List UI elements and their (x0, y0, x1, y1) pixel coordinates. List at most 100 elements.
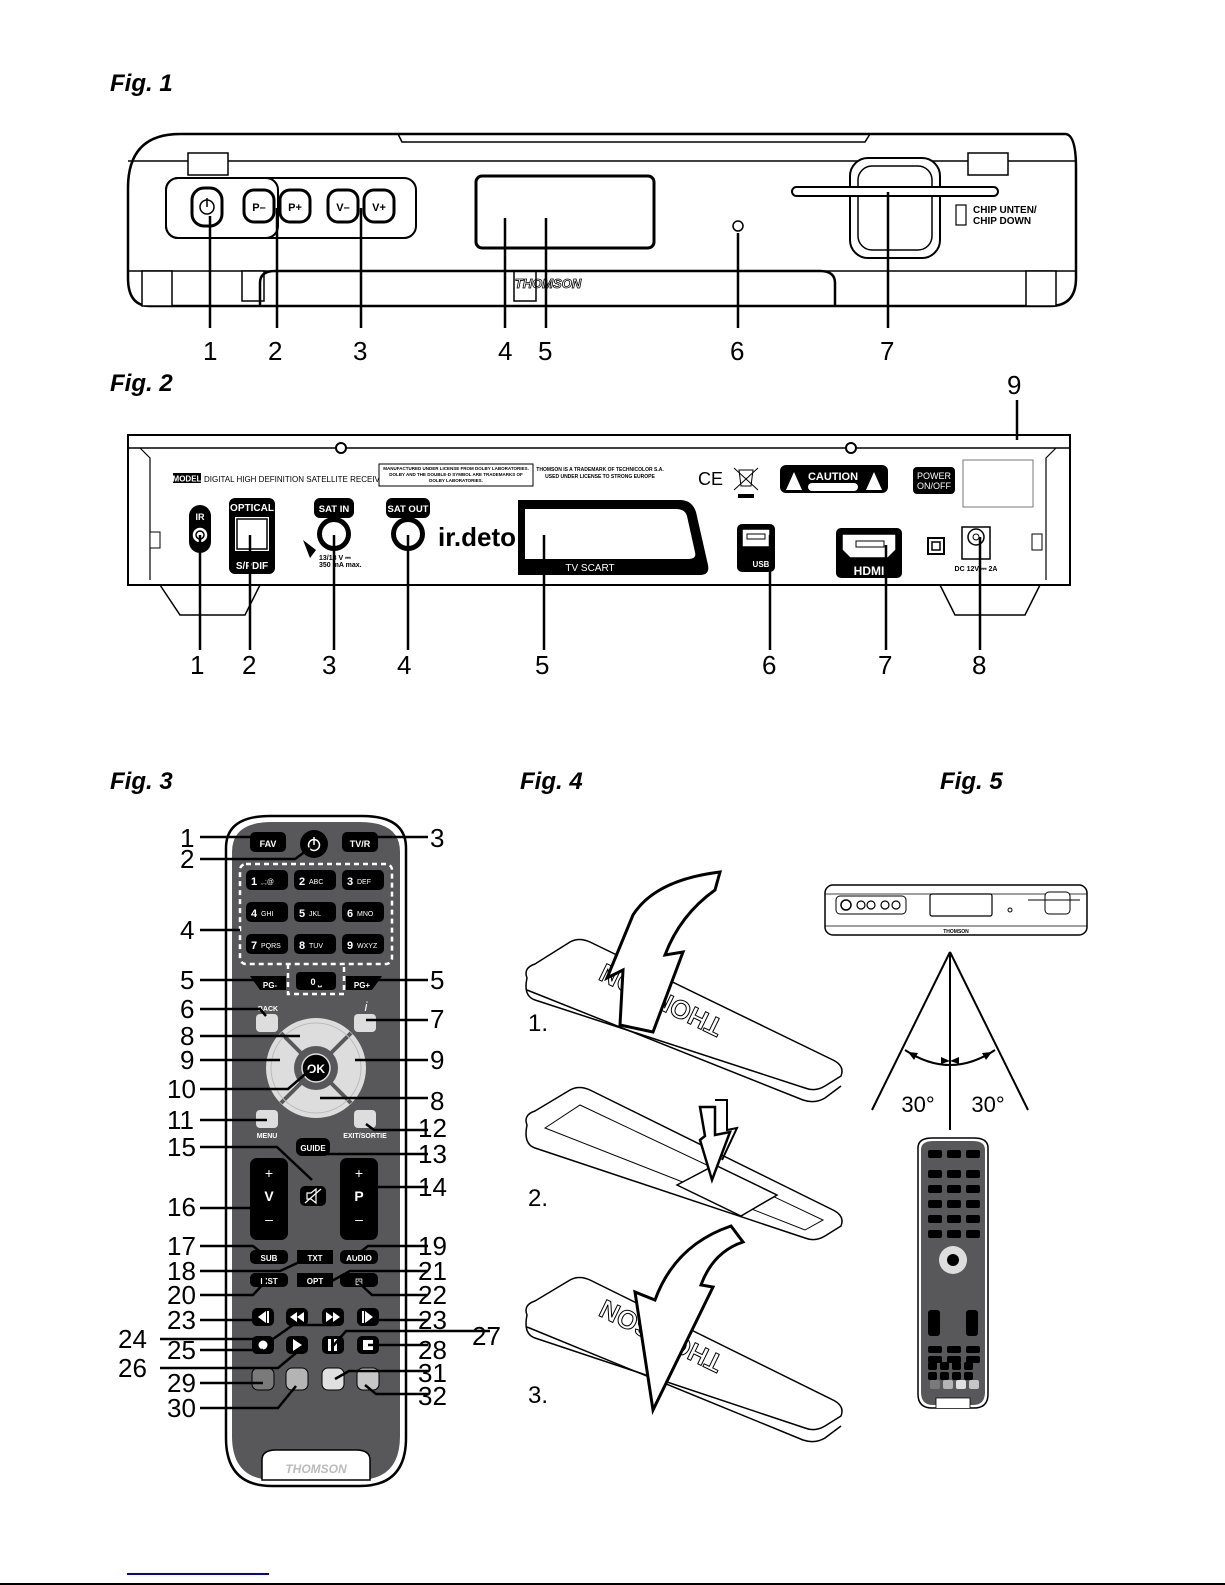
fig2-weee-icon (733, 467, 759, 498)
fig3-callout: 30 (167, 1393, 196, 1423)
mini-remote-key (928, 1215, 942, 1223)
svg-text:OPTICAL: OPTICAL (230, 503, 274, 514)
svg-text:P: P (354, 1188, 363, 1204)
fig4-step-3: 3. (528, 1382, 549, 1409)
fig5-angle-left: 30° (901, 1092, 934, 1117)
mini-remote-key (966, 1170, 980, 1178)
footer-link-underline[interactable] (127, 1573, 269, 1575)
fig3-callout: 8 (180, 1021, 195, 1051)
mini-remote-transport-key (928, 1372, 937, 1380)
svg-text:S/PDIF: S/PDIF (236, 561, 268, 572)
green-color-button (285, 1367, 309, 1391)
svg-text:SUB: SUB (261, 1254, 278, 1263)
fig3-title: Fig. 3 (110, 768, 173, 795)
fig1-callout: 4 (498, 336, 513, 366)
fig3-callout: 18 (167, 1256, 196, 1286)
fig2-power-switch-label: POWER ON/OFF (913, 467, 955, 494)
program-rocker: + P – (340, 1158, 378, 1240)
fig3-callout: 9 (430, 1045, 445, 1075)
audio-button: AUDIO (340, 1250, 378, 1264)
fig1-callout: 2 (268, 336, 283, 366)
fig1-callout: 5 (538, 336, 553, 366)
svg-text:–: – (265, 1211, 273, 1227)
svg-text:GUIDE: GUIDE (300, 1144, 326, 1153)
svg-text:MNO: MNO (357, 911, 374, 918)
svg-text:V–: V– (336, 202, 349, 214)
mini-remote-transport-key (940, 1362, 949, 1370)
fig1-card-note-2: CHIP DOWN (973, 216, 1031, 227)
tv-radio-button: TV/R (342, 832, 378, 852)
fig2-optical-port: OPTICAL S/PDIF (229, 498, 275, 574)
svg-text:TXT: TXT (307, 1254, 322, 1263)
mini-remote-key (928, 1200, 942, 1208)
fig2-dolby-line-3: DOLBY LABORATORIES. (429, 478, 483, 483)
fig2-callout: 5 (535, 650, 550, 680)
volume-rocker: + V – (250, 1158, 288, 1240)
fig2-callout: 6 (762, 650, 777, 680)
fig3-callout: 27 (472, 1321, 501, 1351)
mini-remote-key (966, 1346, 980, 1353)
fig3-callout: 6 (180, 994, 195, 1024)
fig1-button-panel (165, 177, 417, 239)
exit-label: EXIT/SORTIE (343, 1133, 387, 1140)
mini-remote-transport-key (952, 1362, 961, 1370)
mini-remote-key (947, 1150, 961, 1158)
fig3-callout: 21 (418, 1256, 447, 1286)
info-label: i (365, 999, 369, 1014)
fig2-ce-mark: CE (698, 469, 723, 489)
fig3-callout: 17 (167, 1231, 196, 1261)
fig3-callout: 2 (180, 844, 195, 874)
fig3-callout: 11 (167, 1105, 194, 1135)
fig5-angle-right: 30° (971, 1092, 1004, 1117)
fig4-step3-remote: THOMSON (525, 1224, 843, 1443)
fig4-step1-remote: THOMSON (525, 870, 843, 1103)
svg-text:CAUTION: CAUTION (808, 471, 858, 483)
fig4-step-2: 2. (528, 1185, 549, 1212)
fig2-callout: 2 (242, 650, 257, 680)
mute-button (300, 1186, 326, 1206)
fig3-brand: THOMSON (285, 1462, 347, 1476)
svg-text:V: V (264, 1188, 274, 1204)
mini-remote-key (947, 1200, 961, 1208)
fig2-thomson-notice-2: USED UNDER LICENSE TO STRONG EUROPE (545, 474, 655, 480)
fig2-callout: 9 (1007, 370, 1022, 400)
fig2-scart-port: TV SCART (518, 500, 709, 575)
fig2-dolby-line-2: DOLBY AND THE DOUBLE-D SYMBOL ARE TRADEM… (389, 472, 523, 477)
fig5-remote (917, 1137, 989, 1409)
mini-remote-key (966, 1215, 980, 1223)
svg-text:P+: P+ (288, 202, 302, 214)
fig1-callout: 7 (880, 336, 895, 366)
svg-text:5: 5 (299, 908, 305, 920)
fig3-callout: 32 (418, 1381, 447, 1411)
fig3-callout: 16 (167, 1192, 196, 1222)
multiview-button: ⊞ (340, 1273, 378, 1288)
svg-text:HDMI: HDMI (854, 564, 885, 578)
svg-text:PQRS: PQRS (261, 943, 281, 950)
list-button: LIST (250, 1273, 288, 1287)
fig2-title: Fig. 2 (110, 370, 173, 397)
fig3-callout: 14 (418, 1172, 447, 1202)
svg-text:ON/OFF: ON/OFF (917, 481, 951, 491)
fig5-ir-angle: THOMSON 30° 30° (824, 884, 1088, 1409)
svg-text:V+: V+ (372, 202, 386, 214)
fig3-callout: 10 (167, 1074, 196, 1104)
ok-button: OK (301, 1053, 331, 1083)
info-button (354, 1014, 376, 1032)
fig3-callout: 22 (418, 1280, 447, 1310)
svg-text:OPT: OPT (307, 1277, 324, 1286)
svg-text:PG-: PG- (263, 981, 278, 990)
fig2-irdeto-logo: ir.deto (438, 522, 516, 552)
svg-text:8: 8 (299, 940, 305, 952)
fig1-v-plus-button: V+ (362, 188, 396, 224)
svg-text:+: + (355, 1165, 363, 1181)
mini-remote-transport-key (952, 1372, 961, 1380)
fig3-callout: 23 (167, 1305, 196, 1335)
